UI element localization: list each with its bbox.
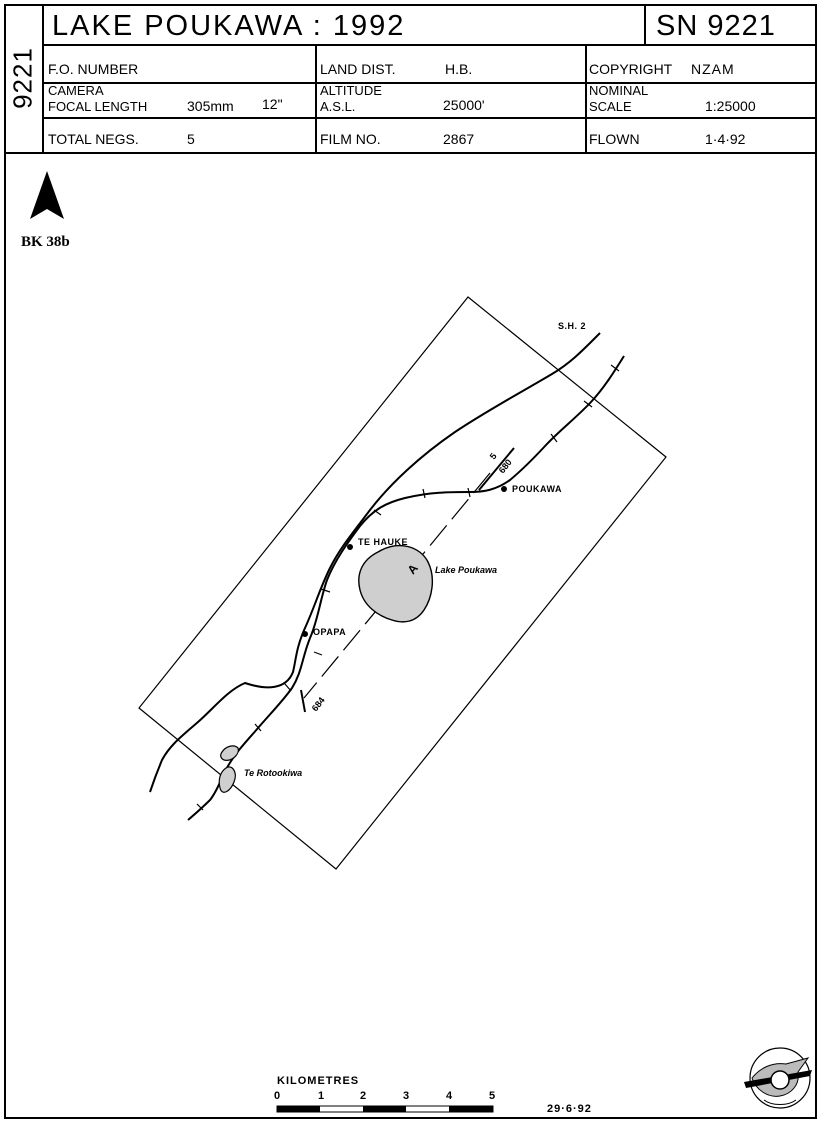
scale-value: 1:25000 [705,98,756,114]
scale-tick-5: 5 [489,1090,496,1102]
poukawa-dot [501,486,507,492]
scale-bar-title: KILOMETRES [277,1075,360,1087]
railway-ticks [196,364,620,811]
label-poukawa: POUKAWA [512,484,563,494]
land-dist-label: LAND DIST. [320,61,396,77]
header-row-divider-1 [44,44,815,46]
scale-tick-1: 1 [318,1090,325,1102]
scale-bar [276,1105,494,1113]
lake-poukawa [358,545,434,623]
opapa-dot [302,631,308,637]
scale-tick-2: 2 [360,1090,367,1102]
sheet-reference: BK 38b [21,234,70,250]
side-sn-cell: 9221 [4,4,44,152]
land-dist-value: H.B. [445,61,473,77]
header-table: 9221 LAKE POUKAWA : 1992 SN 9221 F.O. NU… [4,4,817,154]
flight-line-end-bar [300,689,306,713]
sheet-border [4,4,817,1119]
label-te-hauke: TE HAUKE [358,537,409,547]
north-letter: N [43,213,51,225]
railway-line [187,355,625,821]
sn-number: SN 9221 [656,10,776,42]
altitude-label: ALTITUDE [320,83,382,98]
state-highway-2 [149,332,601,793]
label-te-rotookiwa: Te Rotookiwa [244,768,303,778]
te-rotookiwa-lake-south [218,766,236,793]
camera-label: CAMERA [48,83,104,98]
header-row-divider-2 [44,82,815,84]
total-negs-label: TOTAL NEGS. [48,131,139,147]
run-number: 5 [488,451,499,461]
start-photo-number: 680 [497,457,514,475]
focal-length-value: 305mm [187,98,234,114]
drawing-date: 29·6·92 [547,1103,592,1115]
map-title: LAKE POUKAWA : 1992 [52,10,406,42]
scale-tick-0: 0 [274,1090,281,1102]
end-photo-number: 684 [310,695,327,713]
te-hauke-dot [347,544,353,550]
film-no-label: FILM NO. [320,131,381,147]
te-rotookiwa-lake-north [220,745,239,761]
film-no-value: 2867 [443,131,475,147]
copyright-label: COPYRIGHT [589,61,673,77]
header-row-divider-3 [44,117,815,119]
scale-tick-3: 3 [403,1090,410,1102]
fo-number-label: F.O. NUMBER [48,61,139,77]
copyright-value: NZAM [691,61,735,77]
scale-tick-4: 4 [446,1090,453,1102]
header-col-divider-2 [585,44,587,152]
scale-label: SCALE [589,99,632,114]
asl-label: A.S.L. [320,99,356,114]
flight-line-start-bar [478,447,515,491]
flown-value: 1·4·92 [705,131,746,147]
header-col-divider-1 [315,44,317,152]
road-label-sh2: S.H. 2 [558,321,587,331]
north-arrow-icon: N [30,171,64,225]
label-lake-poukawa: Lake Poukawa [435,565,498,575]
label-opapa: OPAPA [313,627,347,637]
nz-aerial-mapping-logo [744,1047,812,1109]
coverage-rectangle [138,296,667,870]
focal-length-label: FOCAL LENGTH [48,99,148,114]
flown-label: FLOWN [589,131,640,147]
total-negs-value: 5 [187,131,195,147]
focal-length-inches: 12" [262,96,283,112]
nominal-label: NOMINAL [589,83,649,98]
sn-cell: SN 9221 [644,4,815,44]
altitude-value: 25000' [443,97,485,113]
